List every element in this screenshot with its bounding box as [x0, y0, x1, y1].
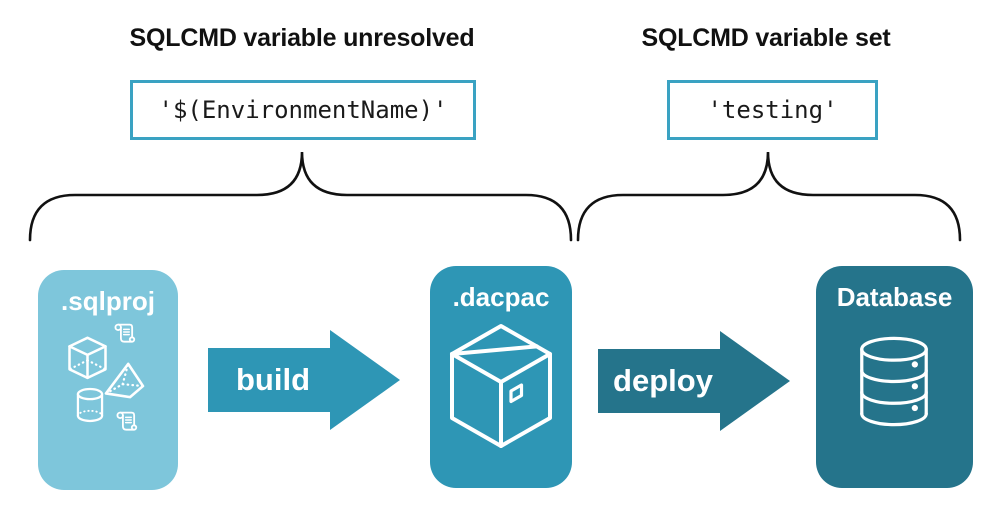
cube-icon [68, 336, 107, 380]
pyramid-icon [104, 362, 145, 399]
database-icon [860, 336, 928, 427]
build-arrow-shape [208, 330, 400, 430]
scroll-icon [116, 411, 138, 431]
left-brace [28, 151, 573, 242]
code-box-unresolved: '$(EnvironmentName)' [130, 80, 476, 140]
stage-sqlproj: .sqlproj [38, 270, 178, 490]
build-arrow: build [208, 330, 400, 430]
package-icon [450, 324, 552, 448]
stage-database: Database [816, 266, 973, 488]
stage-dacpac-label: .dacpac [452, 282, 550, 312]
scroll-icon [114, 323, 136, 343]
code-box-set: 'testing' [667, 80, 878, 140]
cylinder-icon [76, 387, 104, 423]
deploy-arrow-shape [598, 331, 790, 431]
heading-set: SQLCMD variable set [641, 24, 891, 52]
brace-group [28, 151, 962, 242]
code-unresolved-text: '$(EnvironmentName)' [158, 96, 448, 124]
heading-unresolved: SQLCMD variable unresolved [129, 24, 475, 52]
deploy-arrow: deploy [598, 331, 790, 431]
right-brace [576, 151, 962, 242]
stage-database-label: Database [836, 282, 953, 312]
code-set-text: 'testing' [707, 96, 838, 124]
stage-sqlproj-label: .sqlproj [61, 286, 155, 316]
build-arrow-label: build [235, 362, 311, 397]
deploy-arrow-label: deploy [613, 363, 713, 398]
stage-dacpac: .dacpac [430, 266, 572, 488]
